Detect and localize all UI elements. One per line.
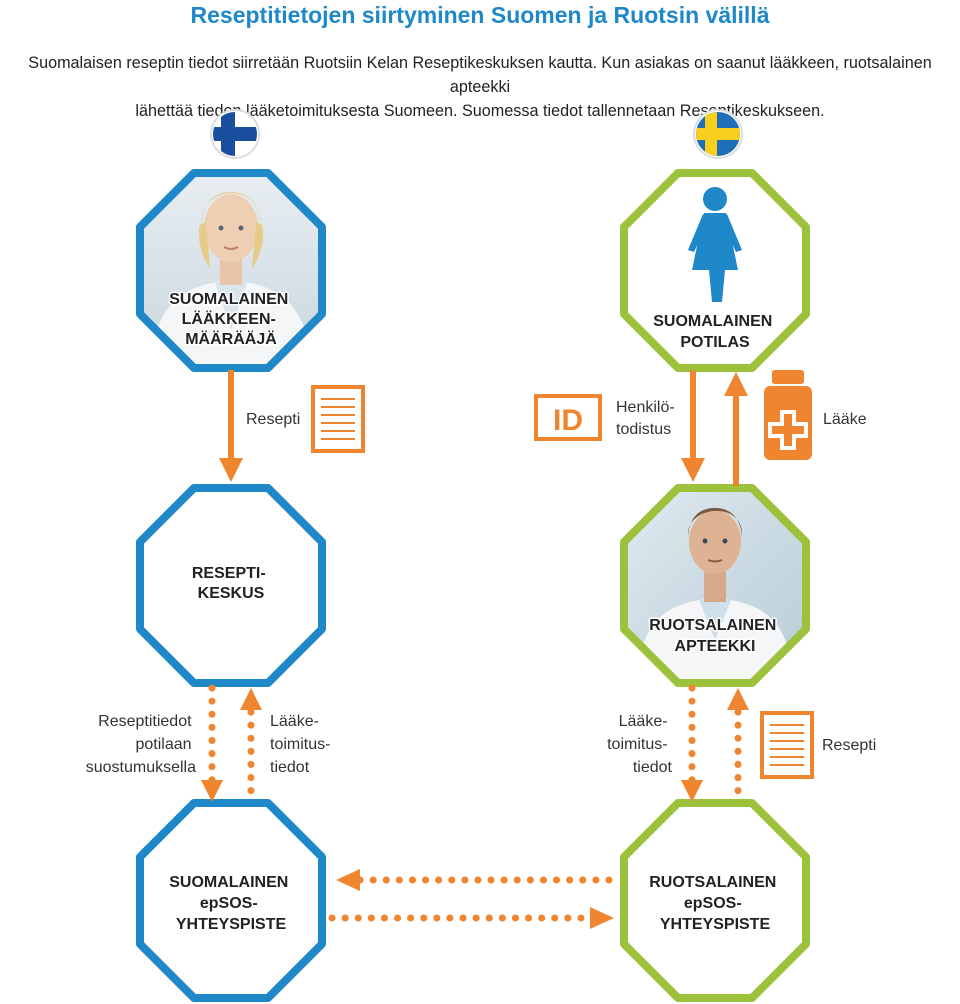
arrowhead-right-to-se-epsos xyxy=(590,907,614,929)
prescriber-label-line-2: LÄÄKKEEN- xyxy=(182,310,276,328)
se-epsos-label-line-1: RUOTSALAINEN xyxy=(649,874,776,891)
label-laaketoimitus-left-line-3: tiedot xyxy=(270,759,310,776)
label-henkilotodistus-line-1: Henkilö- xyxy=(616,399,675,416)
label-laaketoimitus-left: Lääke- toimitus- tiedot xyxy=(270,713,335,776)
fi-epsos-node: SUOMALAINEN epSOS- YHTEYSPISTE xyxy=(136,799,326,1002)
intro-text: Suomalaisen reseptin tiedot siirretään R… xyxy=(0,51,960,123)
label-laaketoimitus-right-line-2: toimitus- xyxy=(607,736,667,753)
finland-flag xyxy=(210,109,260,159)
label-laaketoimitus-right: Lääke- toimitus- tiedot xyxy=(607,713,672,776)
page-title: Reseptitietojen siirtyminen Suomen ja Ru… xyxy=(190,2,770,28)
prescriber-node: SUOMALAINEN LÄÄKKEEN- MÄÄRÄÄJÄ xyxy=(136,169,326,372)
label-laaketoimitus-right-line-1: Lääke- xyxy=(619,713,668,730)
intro-line-2: lähettää tiedon lääketoimituksesta Suome… xyxy=(135,102,825,120)
intro-line-1: Suomalaisen reseptin tiedot siirretään R… xyxy=(28,54,932,96)
label-resepti-bottom: Resepti xyxy=(822,737,876,754)
se-epsos-label-line-3: YHTEYSPISTE xyxy=(660,916,771,933)
pharmacist-photo xyxy=(636,508,794,683)
label-reseptitiedot: Reseptitiedot potilaan suostumuksella xyxy=(86,713,196,776)
fi-epsos-label-line-1: SUOMALAINEN xyxy=(169,874,288,891)
fi-epsos-label-line-2: epSOS- xyxy=(200,895,258,912)
patient-label-line-2: POTILAS xyxy=(680,334,750,351)
label-reseptitiedot-line-2: potilaan xyxy=(136,736,192,753)
fi-epsos-label: SUOMALAINEN epSOS- YHTEYSPISTE xyxy=(169,874,293,933)
patient-node: SUOMALAINEN POTILAS xyxy=(620,169,810,372)
fi-epsos-label-line-3: YHTEYSPISTE xyxy=(176,916,287,933)
patient-label: SUOMALAINEN POTILAS xyxy=(653,313,777,351)
prescriber-label-line-3: MÄÄRÄÄJÄ xyxy=(185,330,277,348)
label-henkilotodistus: Henkilö- todistus xyxy=(616,399,679,438)
doctor-photo xyxy=(150,192,312,368)
se-epsos-label-line-2: epSOS- xyxy=(684,895,742,912)
pharmacy-label-line-1: RUOTSALAINEN xyxy=(649,617,776,634)
person-icon xyxy=(688,187,742,302)
patient-label-line-1: SUOMALAINEN xyxy=(653,313,772,330)
pharmacy-label: RUOTSALAINEN APTEEKKI xyxy=(649,617,781,655)
arrowhead-left-to-fi-epsos xyxy=(336,869,360,891)
arrowhead-up-fi-center xyxy=(240,688,262,710)
id-badge-text: ID xyxy=(553,404,583,437)
pharmacy-label-line-2: APTEEKKI xyxy=(675,638,756,655)
arrowhead-up-se-pharmacy xyxy=(727,688,749,710)
medicine-bottle-icon xyxy=(764,370,812,460)
document-icon xyxy=(760,711,814,779)
pharmacy-node: RUOTSALAINEN APTEEKKI xyxy=(620,484,810,687)
sweden-flag xyxy=(693,109,743,159)
arrow-prescriber-to-center xyxy=(219,370,243,482)
arrowhead-down-pharmacy-se xyxy=(681,780,703,802)
arrow-pharmacy-to-patient xyxy=(724,372,748,486)
prescriber-label-line-1: SUOMALAINEN xyxy=(169,291,288,308)
se-epsos-node: RUOTSALAINEN epSOS- YHTEYSPISTE xyxy=(620,799,810,1002)
arrowhead-down-center-fi xyxy=(201,780,223,802)
label-resepti-top: Resepti xyxy=(246,411,300,428)
label-reseptitiedot-line-1: Reseptitiedot xyxy=(98,713,192,730)
prescriber-label: SUOMALAINEN LÄÄKKEEN- MÄÄRÄÄJÄ xyxy=(169,291,293,348)
arrow-patient-to-pharmacy xyxy=(681,370,705,482)
label-laaketoimitus-left-line-2: toimitus- xyxy=(270,736,330,753)
prescription-center-node: RESEPTI- KESKUS xyxy=(136,484,326,687)
center-label-line-1: RESEPTI- xyxy=(192,565,266,582)
se-epsos-label: RUOTSALAINEN epSOS- YHTEYSPISTE xyxy=(649,874,781,933)
label-reseptitiedot-line-3: suostumuksella xyxy=(86,759,196,776)
label-henkilotodistus-line-2: todistus xyxy=(616,421,671,438)
center-label-line-2: KESKUS xyxy=(198,585,265,602)
label-laaketoimitus-left-line-1: Lääke- xyxy=(270,713,319,730)
center-label: RESEPTI- KESKUS xyxy=(192,565,270,602)
document-icon xyxy=(311,385,365,453)
label-laake: Lääke xyxy=(823,411,867,428)
label-laaketoimitus-right-line-3: tiedot xyxy=(633,759,673,776)
id-card-icon: ID xyxy=(534,394,602,441)
